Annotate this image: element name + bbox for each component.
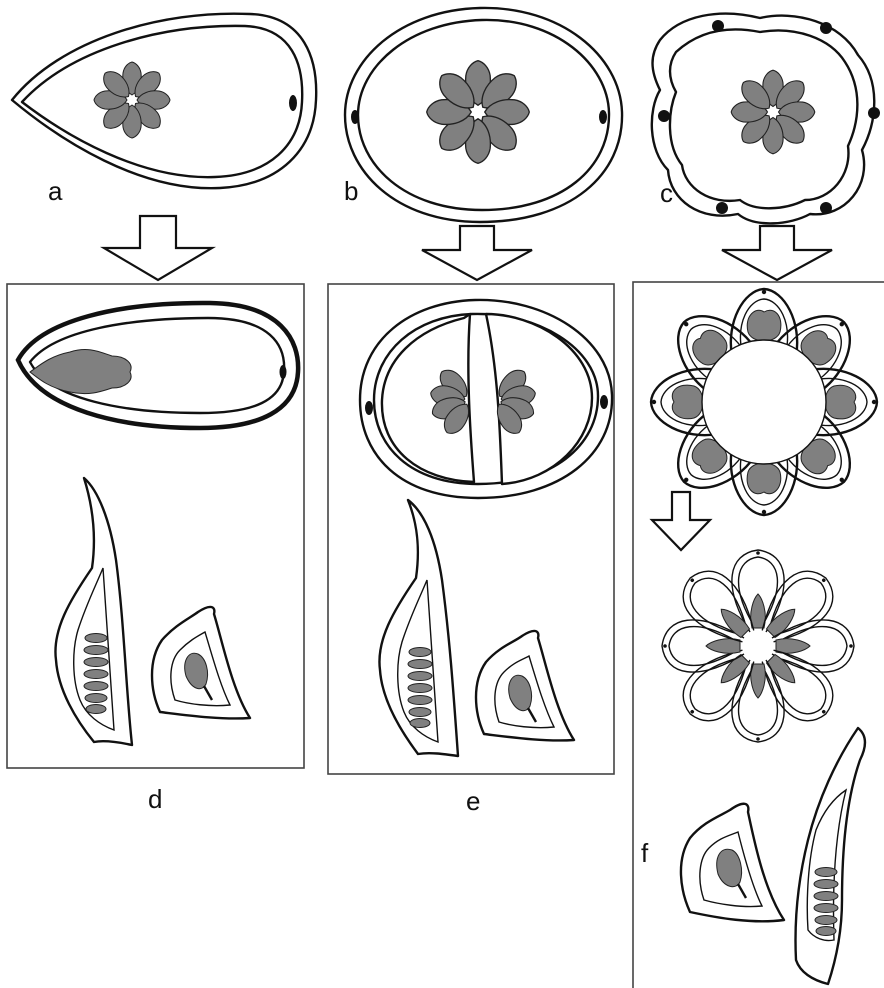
label-d: d: [148, 784, 162, 814]
vascular-bundle: [820, 202, 832, 214]
fruit-e-section: [360, 300, 612, 498]
fruit-b: [345, 8, 622, 222]
vascular-bundle: [658, 110, 670, 122]
vascular-bundle: [868, 107, 880, 119]
vascular-bundle: [712, 20, 724, 32]
vascular-bundle: [820, 22, 832, 34]
vascular-bundle: [280, 365, 287, 379]
vascular-bundle: [351, 110, 359, 124]
label-c: c: [660, 178, 673, 208]
valve-short-d: [152, 607, 250, 719]
label-a: a: [48, 176, 63, 206]
label-e: e: [466, 786, 480, 816]
down-arrow-icon: [104, 216, 212, 280]
fruit-f-split: [662, 550, 854, 742]
label-b: b: [344, 176, 358, 206]
valve-short-f: [681, 804, 784, 922]
valve-long-e: [379, 500, 458, 756]
central-column: [702, 340, 826, 464]
fruit-c: [652, 14, 880, 224]
down-arrow-icon: [652, 492, 710, 550]
vascular-bundle: [599, 110, 607, 124]
vascular-bundle: [289, 95, 297, 111]
seed: [30, 349, 131, 393]
valve-short-e: [476, 631, 574, 741]
fruit-d-section: [18, 303, 298, 428]
valve-long-d: [55, 478, 132, 745]
vascular-bundle: [600, 395, 608, 409]
fruit-f-open: [651, 289, 877, 515]
valve-long-f: [796, 728, 866, 984]
fruit-a: [12, 14, 316, 189]
vascular-bundle: [716, 202, 728, 214]
label-f: f: [641, 838, 649, 868]
down-arrow-icon: [422, 226, 532, 280]
vascular-bundle: [365, 401, 373, 415]
down-arrow-icon: [722, 226, 832, 280]
